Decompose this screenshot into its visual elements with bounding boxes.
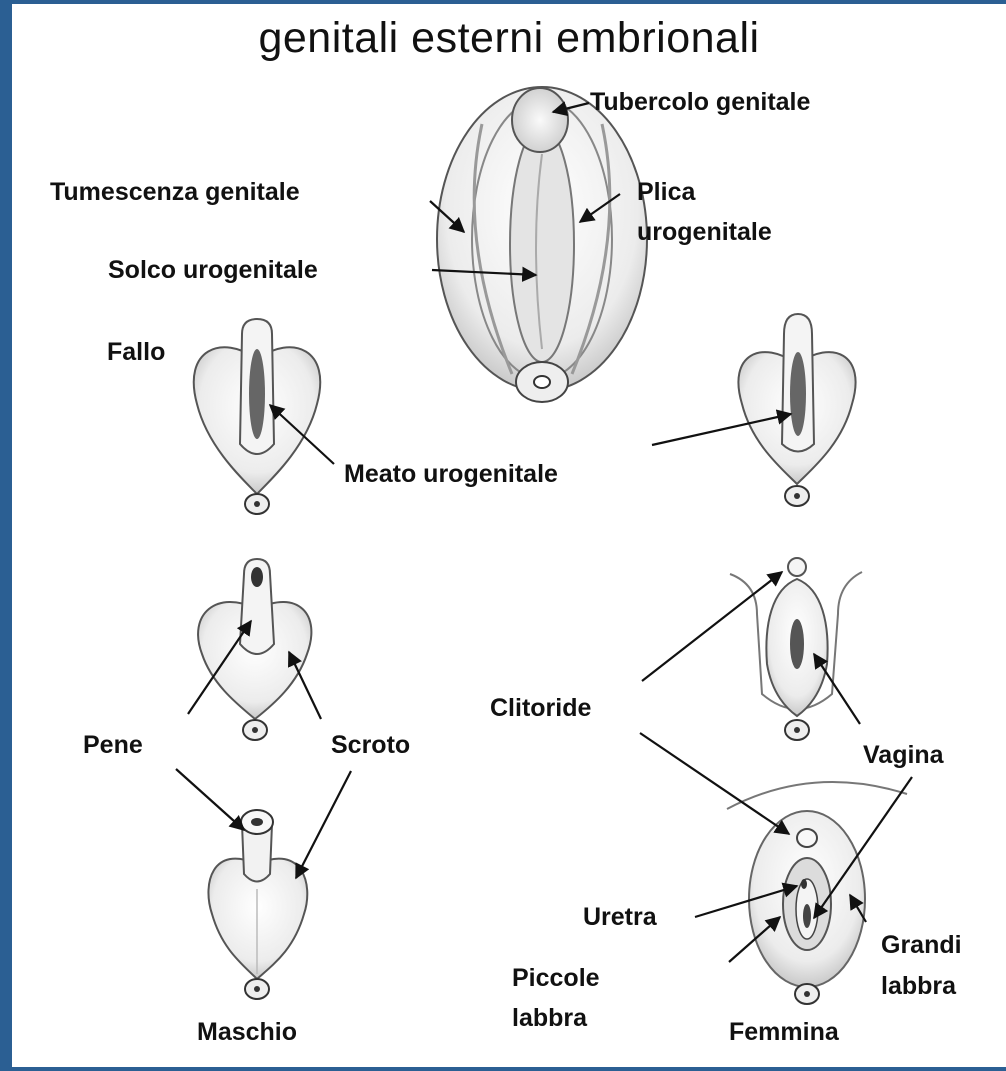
arrow-scroto-lower — [296, 771, 351, 878]
diagram-frame: genitali esterni embrionali Tubercolo ge… — [12, 4, 1006, 1067]
label-vagina: Vagina — [863, 737, 944, 773]
label-tubercolo-genitale: Tubercolo genitale — [590, 84, 810, 120]
arrow-pene-lower — [176, 769, 244, 830]
label-solco-urogenitale: Solco urogenitale — [108, 252, 318, 288]
female-mid-illustration — [730, 558, 862, 740]
arrow-scroto-upper — [289, 652, 321, 719]
female-early-illustration — [738, 314, 855, 506]
label-tumescenza-genitale: Tumescenza genitale — [50, 174, 300, 210]
male-final-illustration — [208, 810, 307, 999]
male-early-illustration — [194, 319, 320, 514]
label-maschio: Maschio — [197, 1014, 297, 1050]
label-clitoride: Clitoride — [490, 690, 591, 726]
arrow-clitoride-lower — [640, 733, 789, 834]
label-plica-line2: urogenitale — [637, 214, 772, 250]
diagram-illustration — [12, 4, 1006, 1067]
label-meato-urogenitale: Meato urogenitale — [344, 456, 558, 492]
label-grandi-labbra-line2: labbra — [881, 968, 956, 1004]
label-uretra: Uretra — [583, 899, 657, 935]
frame-border — [0, 1067, 1006, 1071]
label-piccole-labbra-line2: labbra — [512, 1000, 587, 1036]
label-piccole-labbra-line1: Piccole — [512, 960, 600, 996]
arrow-vagina-upper — [814, 654, 860, 724]
label-grandi-labbra-line1: Grandi — [881, 927, 962, 963]
label-femmina: Femmina — [729, 1014, 839, 1050]
page-title: genitali esterni embrionali — [12, 14, 1006, 63]
label-scroto: Scroto — [331, 727, 410, 763]
label-pene: Pene — [83, 727, 143, 763]
label-plica-line1: Plica — [637, 174, 695, 210]
female-final-illustration — [727, 782, 907, 1004]
male-mid-illustration — [198, 559, 311, 740]
indifferent-stage-illustration — [437, 87, 647, 402]
label-fallo: Fallo — [107, 334, 165, 370]
